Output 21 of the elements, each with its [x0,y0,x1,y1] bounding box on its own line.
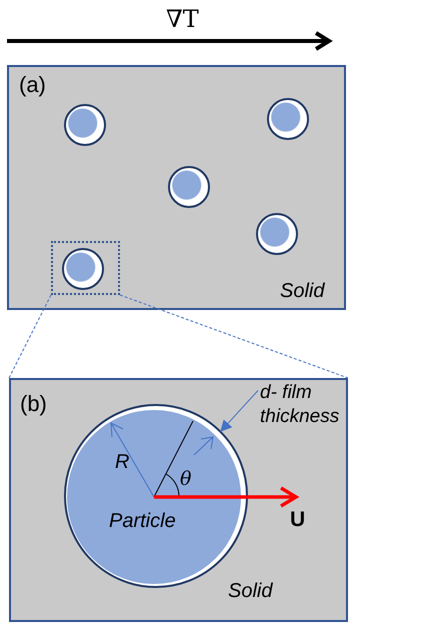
panel [9,378,348,622]
particle-circle [62,248,104,290]
material-label: Solid [280,280,324,302]
gradient-label: ∇T [166,6,199,32]
particle-circle [256,213,298,255]
particle-circle [64,104,106,146]
particle-circle [168,166,210,208]
velocity-label: U [290,508,306,532]
material-label: Solid [228,580,272,602]
panel [7,65,346,310]
angle-label: θ [180,469,192,490]
zoom-box [51,241,120,295]
zoom-line [8,294,52,378]
annotation-text: d- film thickness [258,381,346,428]
particle-circle [267,98,309,140]
particle-label: Particle [109,510,176,532]
panel-label: (a) [19,73,46,98]
zoom-line [120,294,348,378]
panel-label: (b) [20,392,47,416]
radius-label: R [115,451,130,473]
leader-line [220,390,258,432]
